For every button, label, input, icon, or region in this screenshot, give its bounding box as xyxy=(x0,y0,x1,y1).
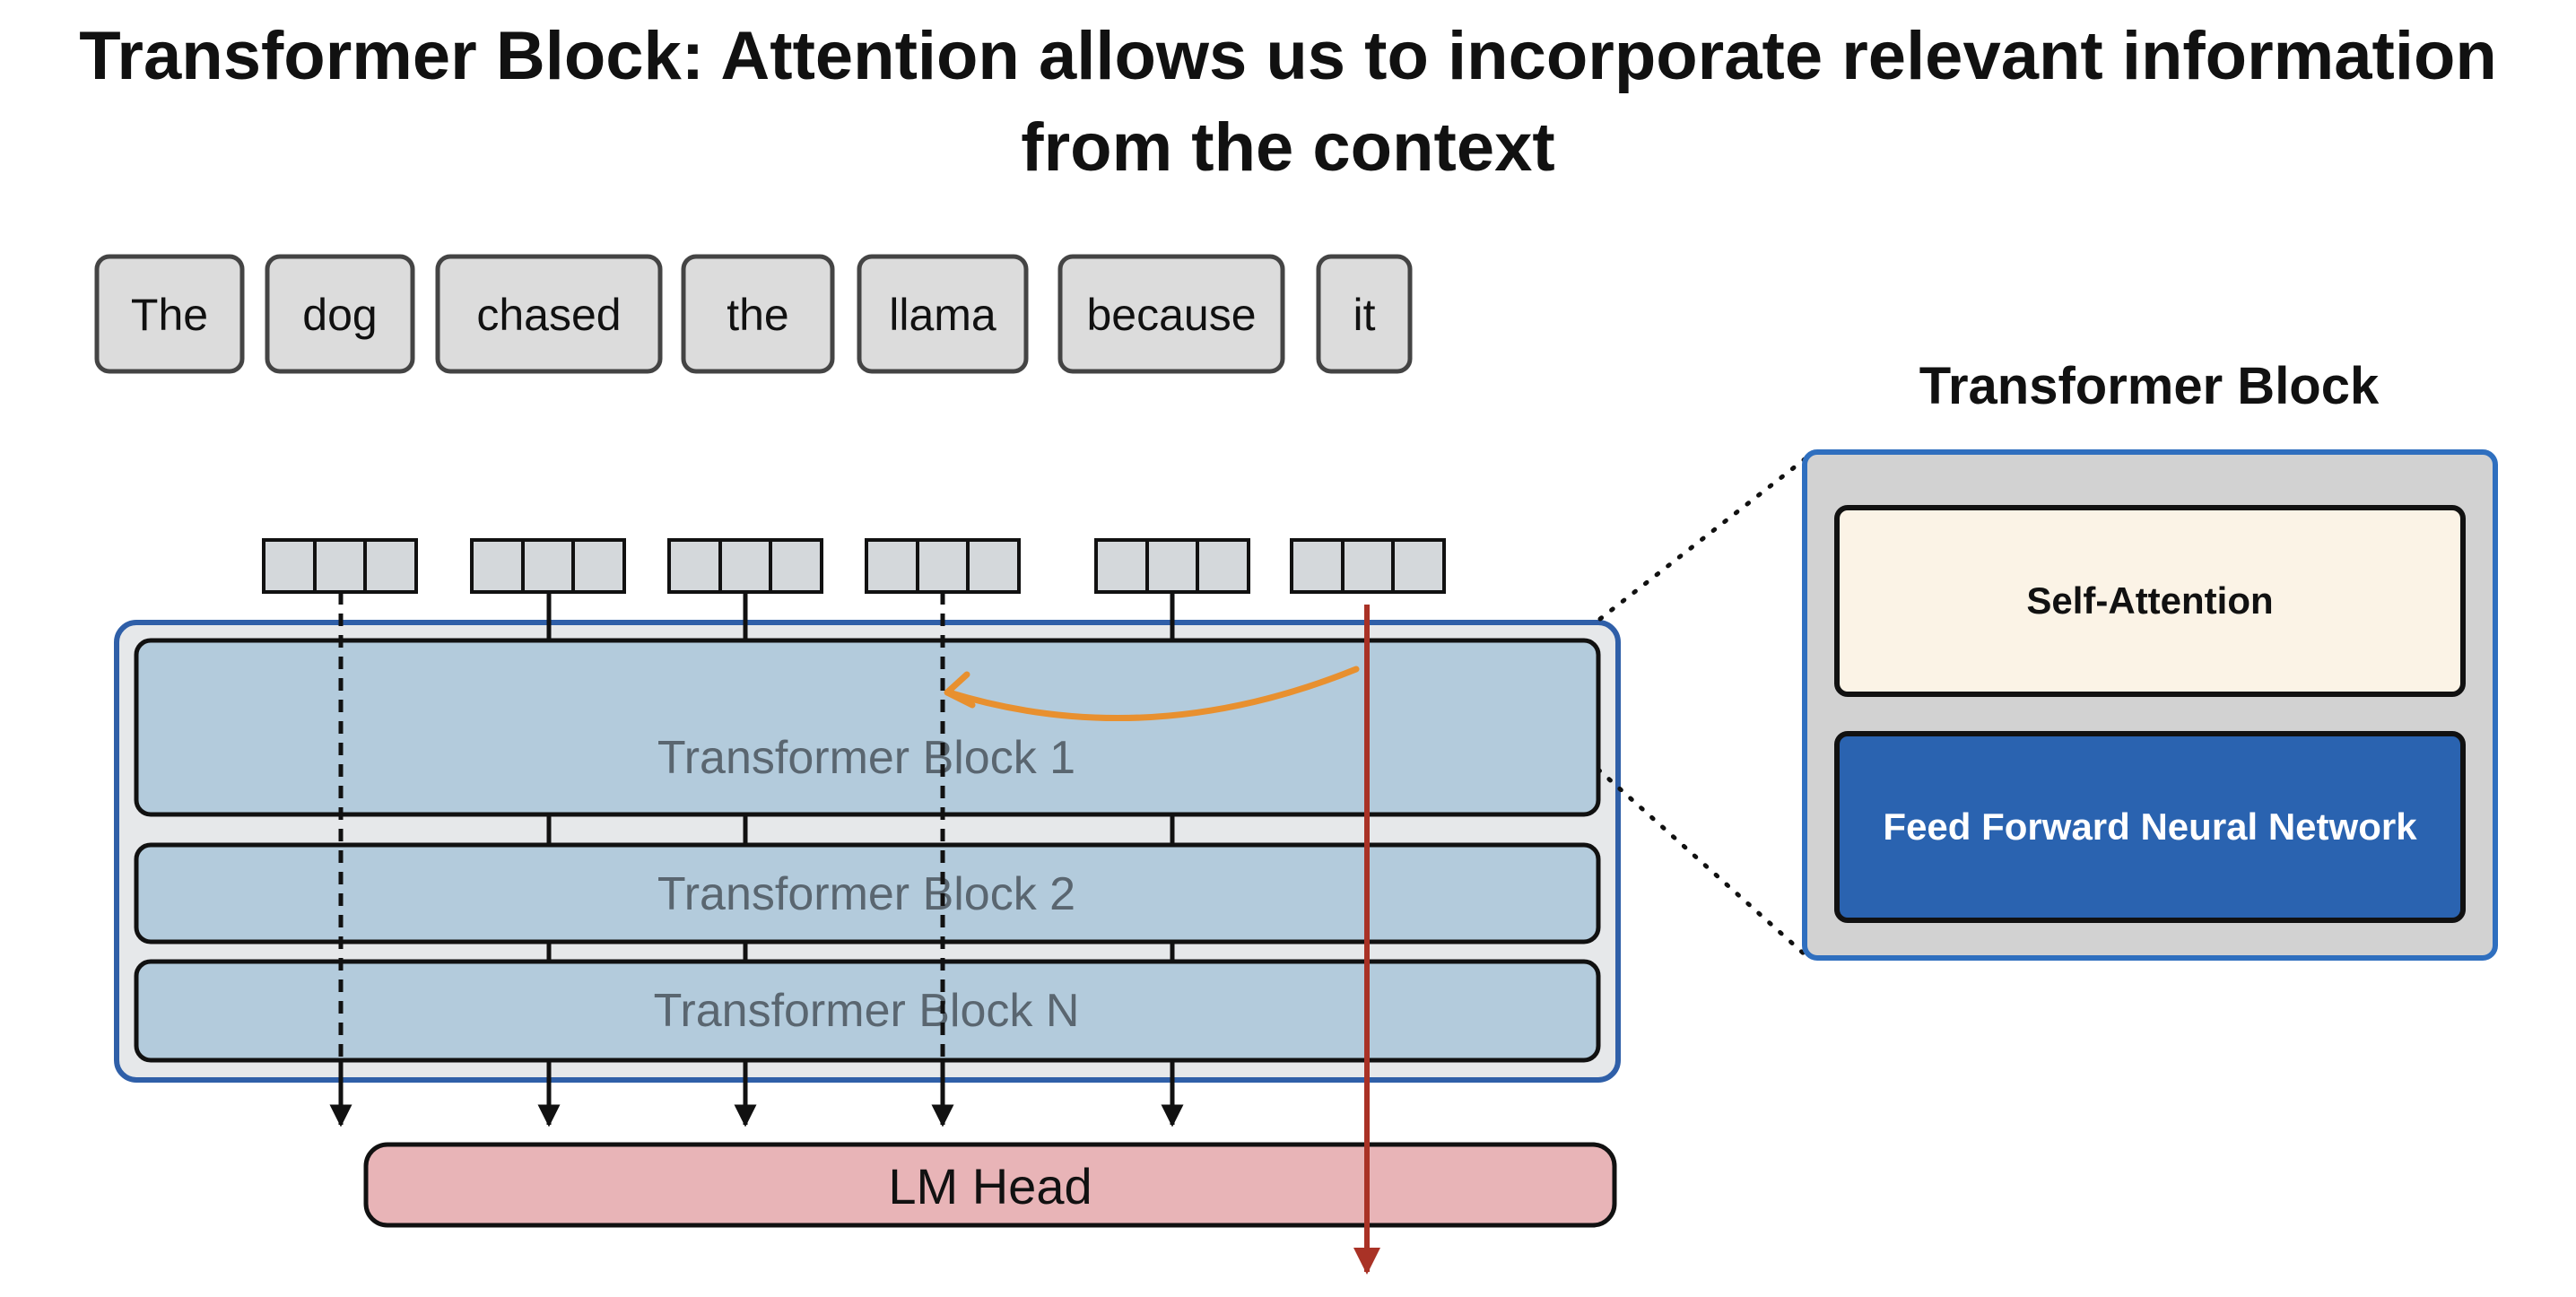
block-label: Transformer Block 1 xyxy=(657,732,1075,784)
token-the-2: the xyxy=(681,254,835,374)
token-dog: dog xyxy=(265,254,415,374)
embedding-vector xyxy=(1290,538,1446,594)
transformer-block-2: Transformer Block 2 xyxy=(134,842,1601,944)
slide-title: Transformer Block: Attention allows us t… xyxy=(0,11,2576,194)
lm-head-label: LM Head xyxy=(888,1158,1092,1214)
embedding-vector xyxy=(1094,538,1250,594)
token-it: it xyxy=(1316,254,1413,374)
embedding-row xyxy=(262,538,1446,594)
attention-arrow xyxy=(945,666,1360,722)
slide-title-line-2: from the context xyxy=(1021,109,1555,186)
token-label: The xyxy=(131,290,208,340)
token-because: because xyxy=(1057,254,1285,374)
block-label: Transformer Block 2 xyxy=(657,868,1075,920)
self-attention-label: Self-Attention xyxy=(2026,579,2273,622)
token-label: dog xyxy=(302,290,377,340)
token-row: The dog chased the llama because it xyxy=(94,254,1413,374)
token-the: The xyxy=(94,254,245,374)
transformer-block-n: Transformer Block N xyxy=(134,959,1601,1063)
block-connectors xyxy=(546,592,1175,962)
slide-title-line-1: Transformer Block: Attention allows us t… xyxy=(79,18,2497,94)
feed-forward-label: Feed Forward Neural Network xyxy=(1883,805,2417,848)
embedding-vector xyxy=(470,538,626,594)
dashed-columns xyxy=(338,592,945,1112)
token-chased: chased xyxy=(435,254,663,374)
token-label: because xyxy=(1086,290,1256,340)
attention-arrow-head xyxy=(944,671,976,709)
token-label: it xyxy=(1353,290,1376,340)
token-label: the xyxy=(727,290,789,340)
block-label: Transformer Block N xyxy=(654,985,1080,1037)
embedding-vector xyxy=(262,538,418,594)
transformer-block-1: Transformer Block 1 xyxy=(134,638,1601,817)
zoom-lines xyxy=(1596,457,1807,957)
token-label: llama xyxy=(889,290,996,340)
output-arrows xyxy=(329,1060,1184,1127)
feed-forward-box: Feed Forward Neural Network xyxy=(1834,731,2466,923)
token-label: chased xyxy=(476,290,621,340)
embedding-vector xyxy=(667,538,823,594)
detail-title: Transformer Block xyxy=(1919,357,2380,415)
self-attention-box: Self-Attention xyxy=(1834,505,2466,697)
embedding-vector xyxy=(865,538,1021,594)
lm-head: LM Head xyxy=(363,1142,1617,1228)
token-llama: llama xyxy=(857,254,1029,374)
